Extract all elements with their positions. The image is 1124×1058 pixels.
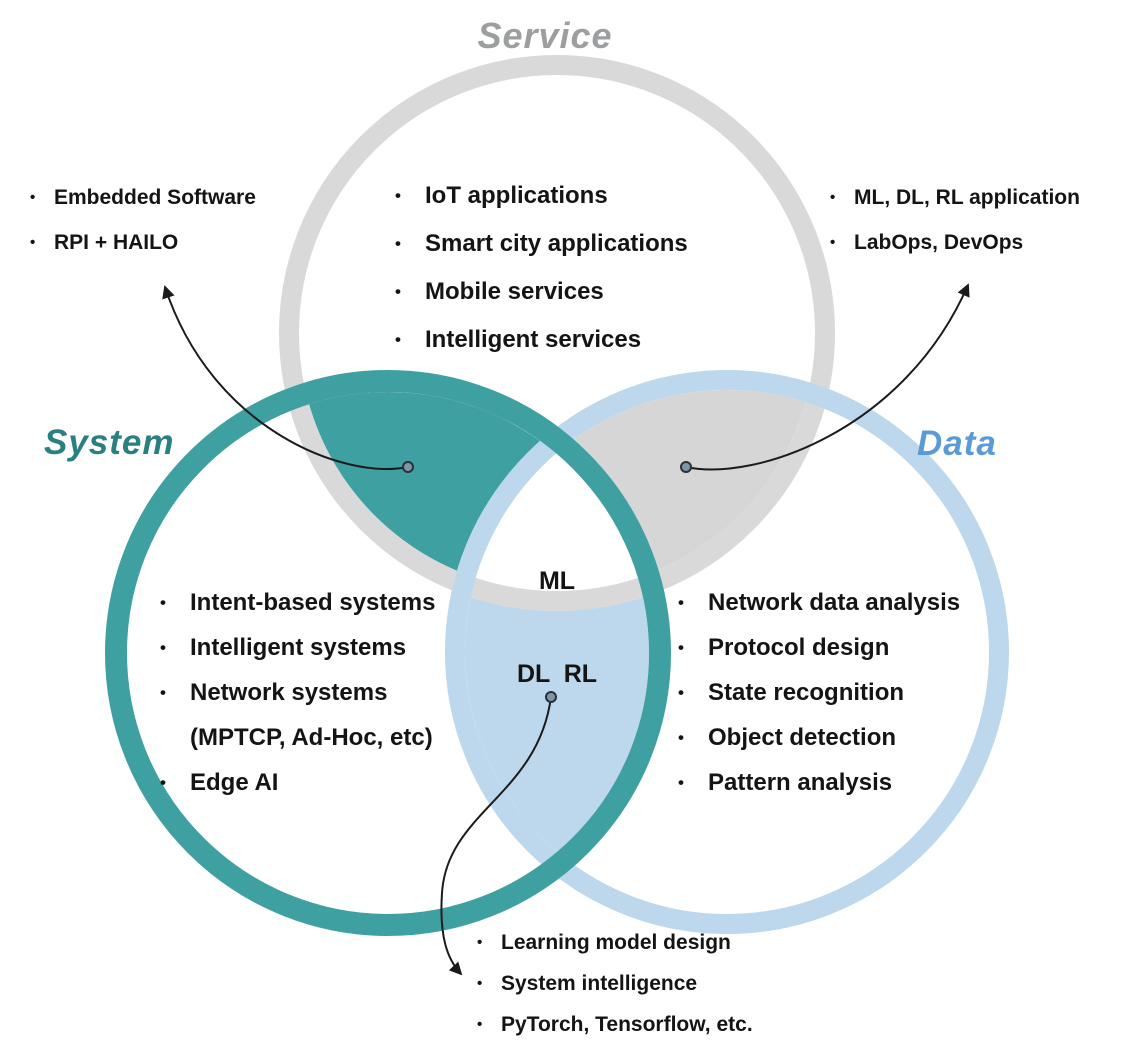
list-item-text: LabOps, DevOps [854, 230, 1024, 254]
list-item: • Intent-based systems [160, 580, 435, 625]
bullet-icon: • [30, 234, 36, 251]
bullet-icon: • [477, 934, 483, 951]
list-item: • Network data analysis [678, 580, 960, 625]
center-overlap-line2: DL RL [516, 660, 598, 688]
list-item: •(MPTCP, Ad-Hoc, etc) [160, 715, 435, 760]
bullet-icon: • [395, 186, 401, 205]
list-item-text: (MPTCP, Ad-Hoc, etc) [190, 723, 433, 751]
bullet-icon: • [395, 330, 401, 349]
system-circle-ring [105, 370, 671, 936]
list-item-text: Network systems [190, 678, 388, 706]
list-item: • Intelligent systems [160, 625, 435, 670]
arrow-to-ml-application-note [685, 283, 970, 471]
list-item: • PyTorch, Tensorflow, etc. [477, 1004, 753, 1045]
bullet-icon: • [395, 282, 401, 301]
list-item: • Pattern analysis [678, 760, 960, 805]
circle-label-data: Data [917, 424, 997, 463]
bullet-icon: • [160, 682, 166, 702]
list-item: • ML, DL, RL application [830, 175, 1080, 220]
center-overlap-text: ML DL RL [517, 504, 597, 752]
bullet-icon: • [160, 772, 166, 792]
list-item: • Network systems [160, 670, 435, 715]
list-item-text: Smart city applications [425, 230, 688, 257]
list-item: • State recognition [678, 670, 960, 715]
list-item: • System intelligence [477, 963, 753, 1004]
arrow-origin-dot-system-service [402, 461, 414, 473]
list-item-text: Object detection [708, 723, 897, 751]
bullet-icon: • [678, 592, 684, 612]
bullet-icon: • [678, 772, 684, 792]
service-circle-ring [279, 55, 835, 611]
list-item-text: Learning model design [501, 930, 731, 954]
list-item: • Protocol design [678, 625, 960, 670]
bullet-icon: • [160, 592, 166, 612]
list-item-text: Intent-based systems [190, 588, 436, 616]
list-item-text: Edge AI [190, 768, 279, 796]
list-item-text: Intelligent services [425, 326, 642, 353]
service-data-annotation-list: • ML, DL, RL application • LabOps, DevOps [830, 175, 1080, 265]
service-items-list: • IoT applications • Smart city application… [395, 172, 688, 364]
list-item-text: Network data analysis [708, 588, 961, 616]
list-item-text: Mobile services [425, 278, 604, 305]
bullet-icon: • [678, 727, 684, 747]
list-item: • Intelligent services [395, 316, 688, 364]
list-item: • Edge AI [160, 760, 435, 805]
list-item: • Embedded Software [30, 175, 256, 220]
arrow-to-learning-model-note [440, 696, 552, 976]
circle-label-service: Service [477, 15, 613, 56]
list-item-text: State recognition [708, 678, 905, 706]
arrow-to-embedded-software-note [162, 285, 409, 470]
list-item-text: RPI + HAILO [54, 230, 179, 254]
list-item: • LabOps, DevOps [830, 220, 1080, 265]
system-data-annotation-list: • Learning model design • System intelligen… [477, 922, 753, 1045]
list-item: • Learning model design [477, 922, 753, 963]
list-item: • Mobile services [395, 268, 688, 316]
bullet-icon: • [160, 637, 166, 657]
arrow-origin-dot-service-data [680, 461, 692, 473]
bullet-icon: • [395, 234, 401, 253]
list-item: • Object detection [678, 715, 960, 760]
bullet-icon: • [678, 682, 684, 702]
list-item-text: PyTorch, Tensorflow, etc. [501, 1012, 753, 1036]
list-item-text: ML, DL, RL application [854, 185, 1080, 209]
bullet-icon: • [678, 637, 684, 657]
list-item-text: Protocol design [708, 633, 890, 661]
list-item-text: Pattern analysis [708, 768, 893, 796]
bullet-icon: • [830, 189, 836, 206]
list-item: • IoT applications [395, 172, 688, 220]
data-circle-ring [445, 370, 1009, 934]
bullet-icon: • [830, 234, 836, 251]
list-item-text: IoT applications [425, 182, 608, 209]
center-overlap-line1: ML [538, 567, 576, 595]
data-items-list: • Network data analysis • Protocol design • S… [678, 580, 960, 805]
list-item-text: Intelligent systems [190, 633, 407, 661]
arrow-origin-dot-system-data [545, 691, 557, 703]
bullet-icon: • [477, 975, 483, 992]
circle-label-system: System [44, 423, 175, 462]
bullet-icon: • [30, 189, 36, 206]
bullet-icon: • [477, 1016, 483, 1033]
list-item-text: Embedded Software [54, 185, 256, 209]
system-service-annotation-list: • Embedded Software • RPI + HAILO [30, 175, 256, 265]
list-item: • Smart city applications [395, 220, 688, 268]
system-items-list: • Intent-based systems • Intelligent system… [160, 580, 435, 805]
list-item-text: System intelligence [501, 971, 698, 995]
list-item: • RPI + HAILO [30, 220, 256, 265]
